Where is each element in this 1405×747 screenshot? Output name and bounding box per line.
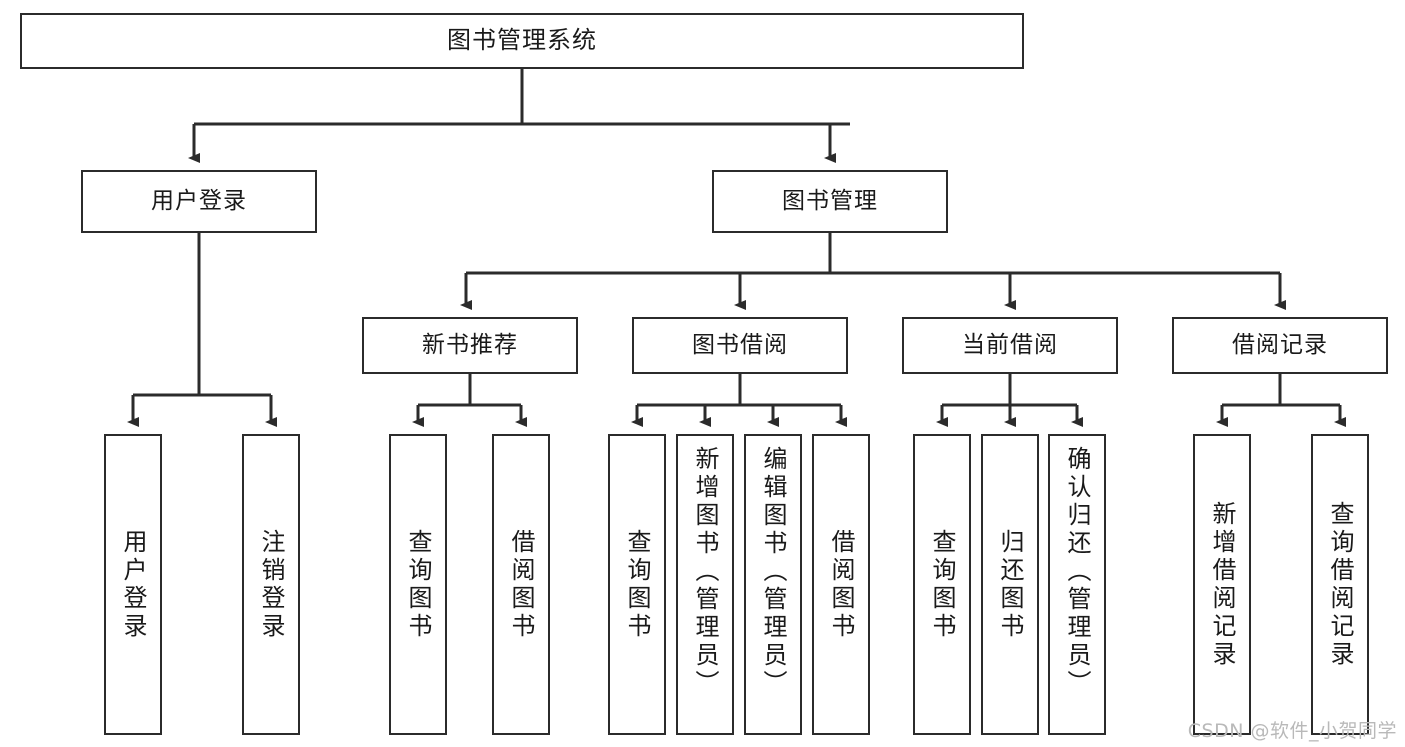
leaf-borrow-query[interactable]: 查询图书: [608, 434, 666, 735]
leaf-rec-add-label: 新增借阅记录: [1208, 500, 1236, 669]
node-book-borrow-label: 图书借阅: [692, 332, 788, 359]
leaf-borrow-lend-label: 借阅图书: [827, 528, 855, 641]
leaf-user-logout-label: 注销登录: [257, 528, 285, 641]
leaf-borrow-add[interactable]: 新增图书（管理员）: [676, 434, 734, 735]
leaf-user-login-label: 用户登录: [119, 528, 147, 641]
node-book-manage[interactable]: 图书管理: [712, 170, 948, 233]
leaf-borrow-add-label: 新增图书（管理员）: [691, 446, 719, 698]
leaf-cur-return-label: 归还图书: [996, 528, 1024, 641]
leaf-cur-confirm[interactable]: 确认归还（管理员）: [1048, 434, 1106, 735]
node-borrow-record-label: 借阅记录: [1232, 332, 1328, 359]
node-borrow-record[interactable]: 借阅记录: [1172, 317, 1388, 374]
node-current-borrow[interactable]: 当前借阅: [902, 317, 1118, 374]
node-new-book-rec[interactable]: 新书推荐: [362, 317, 578, 374]
leaf-cur-query[interactable]: 查询图书: [913, 434, 971, 735]
leaf-rec-query2[interactable]: 查询借阅记录: [1311, 434, 1369, 735]
leaf-borrow-lend[interactable]: 借阅图书: [812, 434, 870, 735]
leaf-borrow-edit[interactable]: 编辑图书（管理员）: [744, 434, 802, 735]
node-user-login[interactable]: 用户登录: [81, 170, 317, 233]
csdn-watermark: CSDN @软件_小贺同学: [1187, 720, 1397, 742]
node-root-label: 图书管理系统: [447, 26, 597, 55]
leaf-borrow-edit-label: 编辑图书（管理员）: [759, 446, 787, 698]
leaf-user-logout[interactable]: 注销登录: [242, 434, 300, 735]
node-book-borrow[interactable]: 图书借阅: [632, 317, 848, 374]
node-user-login-label: 用户登录: [151, 188, 247, 215]
leaf-rec-query2-label: 查询借阅记录: [1326, 500, 1354, 669]
node-book-manage-label: 图书管理: [782, 188, 878, 215]
leaf-rec-query-label: 查询图书: [404, 528, 432, 641]
leaf-borrow-query-label: 查询图书: [623, 528, 651, 641]
node-root[interactable]: 图书管理系统: [20, 13, 1024, 69]
leaf-cur-confirm-label: 确认归还（管理员）: [1063, 446, 1091, 698]
leaf-rec-borrow-label: 借阅图书: [507, 528, 535, 641]
leaf-rec-borrow[interactable]: 借阅图书: [492, 434, 550, 735]
node-current-borrow-label: 当前借阅: [962, 332, 1058, 359]
leaf-cur-return[interactable]: 归还图书: [981, 434, 1039, 735]
node-new-book-rec-label: 新书推荐: [422, 332, 518, 359]
leaf-user-login[interactable]: 用户登录: [104, 434, 162, 735]
leaf-rec-query[interactable]: 查询图书: [389, 434, 447, 735]
leaf-cur-query-label: 查询图书: [928, 528, 956, 641]
leaf-rec-add[interactable]: 新增借阅记录: [1193, 434, 1251, 735]
